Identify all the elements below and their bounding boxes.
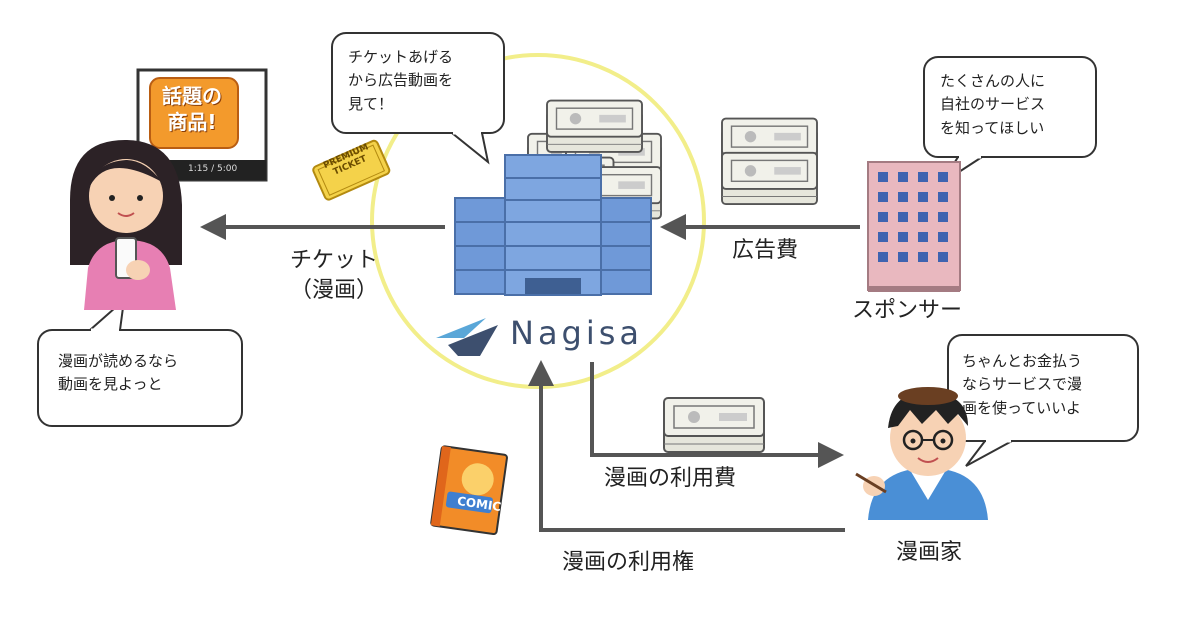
money-stack-icon (721, 117, 818, 206)
nagisa-circle (370, 53, 706, 389)
bubble-user (37, 297, 243, 427)
label-usage-fee: 漫画の利用費 (604, 466, 737, 491)
label-artist: 漫画家 (896, 540, 963, 565)
nagisa-logo-icon (436, 318, 498, 356)
label-sponsor: スポンサー (852, 298, 963, 323)
arrow-ticket-to-user (200, 214, 445, 240)
label-ticket-manga: チケット （漫画） (290, 248, 379, 303)
sponsor-building-icon (867, 161, 961, 292)
ticket-icon (312, 139, 391, 201)
office-building-icon (454, 154, 652, 296)
woman-with-phone-icon (70, 140, 182, 310)
cartoonist-icon (855, 387, 988, 520)
arrow-usage-right-to-nagisa (528, 360, 845, 532)
comic-book-icon (430, 445, 508, 536)
video-time-text: 1:15 / 5:00 (188, 164, 238, 174)
brand-name: Nagisa (510, 314, 644, 352)
bubble-nagisa-text: チケットあげる から広告動画を 見て！ (348, 48, 454, 113)
bubble-user-text: 漫画が読めるなら 動画を見よっと (58, 352, 179, 394)
video-badge-text: 話題の 商品! (162, 84, 222, 134)
label-ad-fee: 広告費 (732, 238, 799, 263)
bubble-sponsor-text: たくさんの人に 自社のサービス を知ってほしい (940, 72, 1046, 137)
bubble-nagisa (331, 32, 505, 165)
arrow-usage-fee-to-artist (590, 362, 844, 468)
arrow-ad-fee-to-nagisa (660, 214, 860, 240)
label-usage-right: 漫画の利用権 (562, 550, 695, 575)
money-stack-icon (663, 397, 765, 453)
bubble-artist-text: ちゃんとお金払う ならサービスで漫 画を使っていいよ (962, 352, 1083, 417)
bubble-artist (947, 334, 1139, 467)
